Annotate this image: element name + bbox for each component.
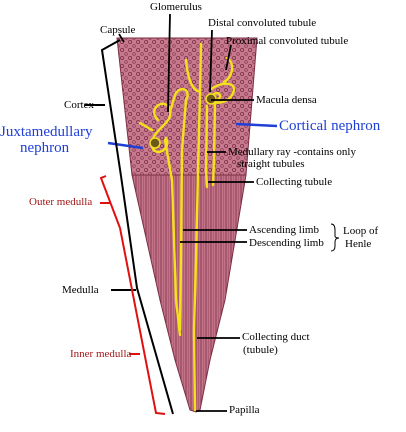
label-inner-medulla: Inner medulla bbox=[70, 348, 132, 360]
label-medullary-ray-2: straight tubules bbox=[237, 158, 305, 170]
label-capsule: Capsule bbox=[100, 24, 136, 36]
bracket-inner-medulla bbox=[119, 227, 166, 415]
bracket-cortex bbox=[85, 39, 122, 177]
label-outer-medulla: Outer medulla bbox=[29, 196, 93, 208]
label-collecting-tubule: Collecting tubule bbox=[256, 176, 333, 188]
label-loop-of: Loop of bbox=[343, 225, 379, 237]
label-cortex: Cortex bbox=[64, 99, 94, 111]
label-proximal-convoluted-tubule: Proximal convoluted tubule bbox=[226, 35, 349, 47]
nephron-tubules bbox=[138, 42, 236, 412]
label-descending-limb: Descending limb bbox=[249, 237, 324, 249]
label-medullary-ray: Medullary ray -contains only bbox=[228, 146, 356, 158]
bracket-outer-medulla bbox=[99, 175, 121, 229]
label-ascending-limb: Ascending limb bbox=[249, 224, 319, 236]
label-papilla: Papilla bbox=[229, 404, 260, 416]
label-juxtamedullary: Juxtamedullary bbox=[0, 124, 93, 140]
label-juxtamedullary-nephron: nephron bbox=[20, 140, 70, 156]
loop-henle-brace bbox=[330, 223, 340, 252]
glomerulus-juxta-icon bbox=[149, 137, 161, 149]
glomerulus-cortical-icon bbox=[205, 93, 217, 105]
label-cortical-nephron: Cortical nephron bbox=[279, 118, 381, 134]
label-glomerulus: Glomerulus bbox=[150, 1, 202, 13]
label-collecting-duct-2: (tubule) bbox=[243, 344, 278, 356]
label-medulla: Medulla bbox=[62, 284, 99, 296]
juxta-nephron-pointer bbox=[107, 141, 144, 150]
pointer-lines bbox=[118, 13, 254, 412]
label-henle: Henle bbox=[345, 238, 372, 250]
label-macula-densa: Macula densa bbox=[256, 94, 317, 106]
cortical-nephron-pointer bbox=[235, 122, 278, 128]
label-distal-convoluted-tubule: Distal convoluted tubule bbox=[208, 17, 317, 29]
label-collecting-duct: Collecting duct bbox=[242, 331, 310, 343]
